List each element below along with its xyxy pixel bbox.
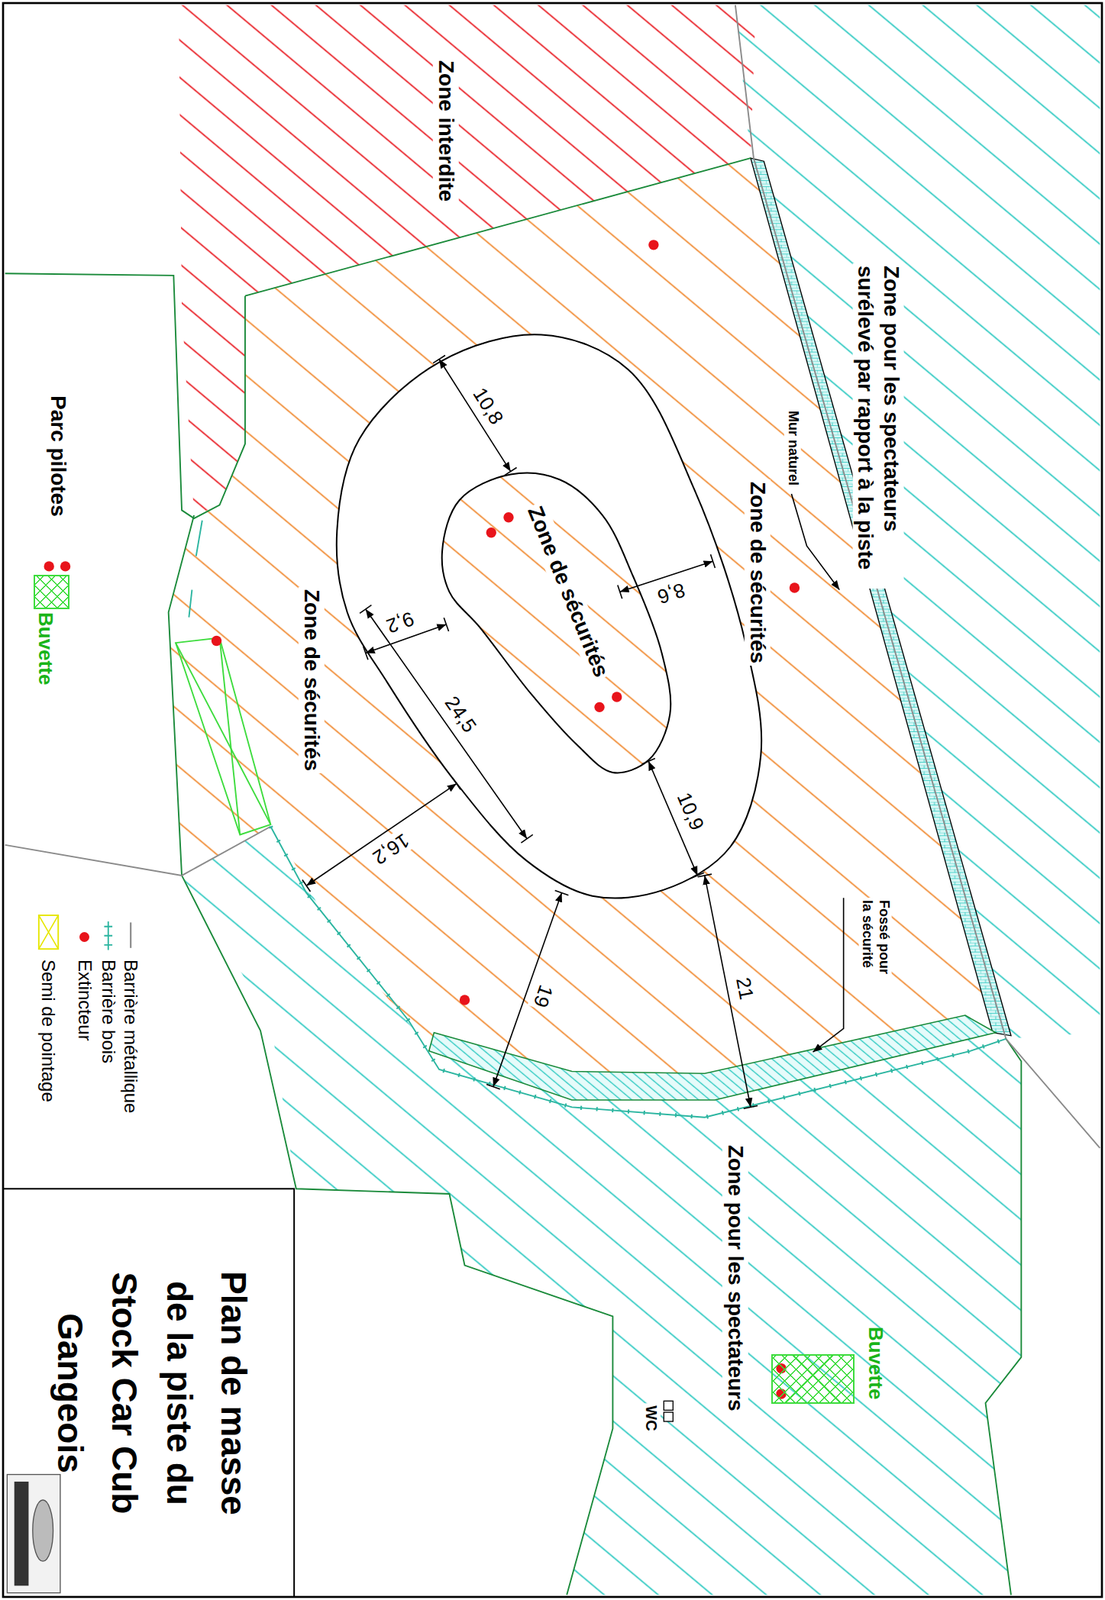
zone-border [5, 273, 246, 519]
zone-label: Zone de sécurités [745, 479, 772, 666]
logo-band [14, 1482, 30, 1587]
callout-label: Mur naturel [784, 408, 802, 488]
buvette-box: Buvette [771, 1354, 856, 1406]
logo-frame [6, 1475, 61, 1594]
buvette-box: Buvette [33, 575, 70, 610]
logo-car [32, 1500, 54, 1562]
extinguisher-dot [44, 561, 55, 572]
dimension-tick [486, 1085, 501, 1090]
legend-label: Semi de pointage [36, 959, 59, 1103]
extinguisher-dot [648, 239, 659, 250]
wood-barrier-sample [103, 927, 113, 946]
dimension-tick [743, 1106, 758, 1110]
track-outer-edge [336, 334, 762, 899]
zone-label: Zone pour les spectateurs surélevé par r… [852, 263, 905, 589]
dimension-tick [452, 778, 462, 790]
dimension-line [493, 893, 563, 1088]
safety-zone [168, 158, 996, 1084]
wc-box [663, 1401, 673, 1411]
dimensions [302, 355, 758, 1110]
extinguisher-dot [486, 527, 497, 538]
legend-label: Extincteur [74, 959, 97, 1042]
club-logo [6, 1475, 61, 1594]
trailer-sample [38, 915, 59, 950]
dimension-tick [710, 554, 716, 569]
dimension-tick [359, 605, 372, 614]
natural-wall [750, 158, 1012, 1037]
callout-label: Fossé pour la sécurité [859, 898, 892, 985]
trailer-cross [219, 637, 241, 835]
dimension-line [365, 609, 527, 840]
extinguisher-dot [611, 691, 622, 702]
metal-barrier [5, 827, 272, 876]
wc-box [663, 1412, 673, 1422]
dimension-tick [302, 880, 311, 892]
dimension-tick [520, 834, 533, 844]
zone-border [168, 515, 194, 876]
extinguisher-dot [211, 636, 222, 647]
frame [3, 3, 1102, 1598]
zone-label: Parc pilotes [45, 393, 72, 520]
dimension-tick [642, 759, 656, 765]
zone-border [985, 1039, 1022, 1597]
facility-label: WC [642, 1403, 661, 1434]
zone-label: Zone pour les spectateurs [722, 1143, 749, 1415]
extinguisher-dot [459, 995, 470, 1005]
zone-label: Zone interdite [433, 58, 460, 204]
zone-border [245, 158, 751, 296]
dimension-tick [555, 891, 569, 896]
dimension-tick [363, 646, 369, 661]
timing-trailer [175, 637, 271, 835]
extinguisher-dot [503, 512, 514, 523]
trailer-outline [175, 637, 271, 835]
buvette-label: Buvette [863, 1327, 888, 1400]
metal-barriers [5, 5, 1101, 1149]
wood-barrier [196, 520, 203, 557]
dimension-tick [504, 468, 517, 476]
extinguisher-dot [60, 561, 71, 572]
legend-samples [38, 915, 131, 950]
wood-barrier [188, 590, 192, 618]
leader-line [813, 898, 844, 1053]
extinguisher-dot [594, 702, 605, 713]
metal-barrier [735, 5, 1100, 1149]
dimension-tick [697, 874, 712, 878]
dimension-tick [617, 584, 623, 599]
plan-title: Plan de masse de la piste du Stock Car C… [42, 1256, 260, 1532]
dimension-line [439, 359, 511, 472]
leader-lines [791, 494, 844, 1053]
leader-line [791, 494, 840, 591]
dimension-tick [432, 355, 446, 364]
dimension-tick [443, 617, 449, 632]
dimension-line [306, 784, 457, 887]
zone-label: Zone de sécurités [298, 587, 325, 774]
metal-barrier-sample [129, 922, 132, 948]
legend-label: Barrière bois [96, 959, 120, 1064]
extinguisher-dot [789, 582, 800, 593]
dimension-value: 21 [730, 973, 759, 1005]
title-box [3, 1189, 295, 1598]
wc-symbol [663, 1401, 673, 1422]
trailer-sample [38, 915, 59, 950]
buvette-label: Buvette [32, 612, 57, 685]
legend-label: Barrière métallique [119, 959, 143, 1114]
